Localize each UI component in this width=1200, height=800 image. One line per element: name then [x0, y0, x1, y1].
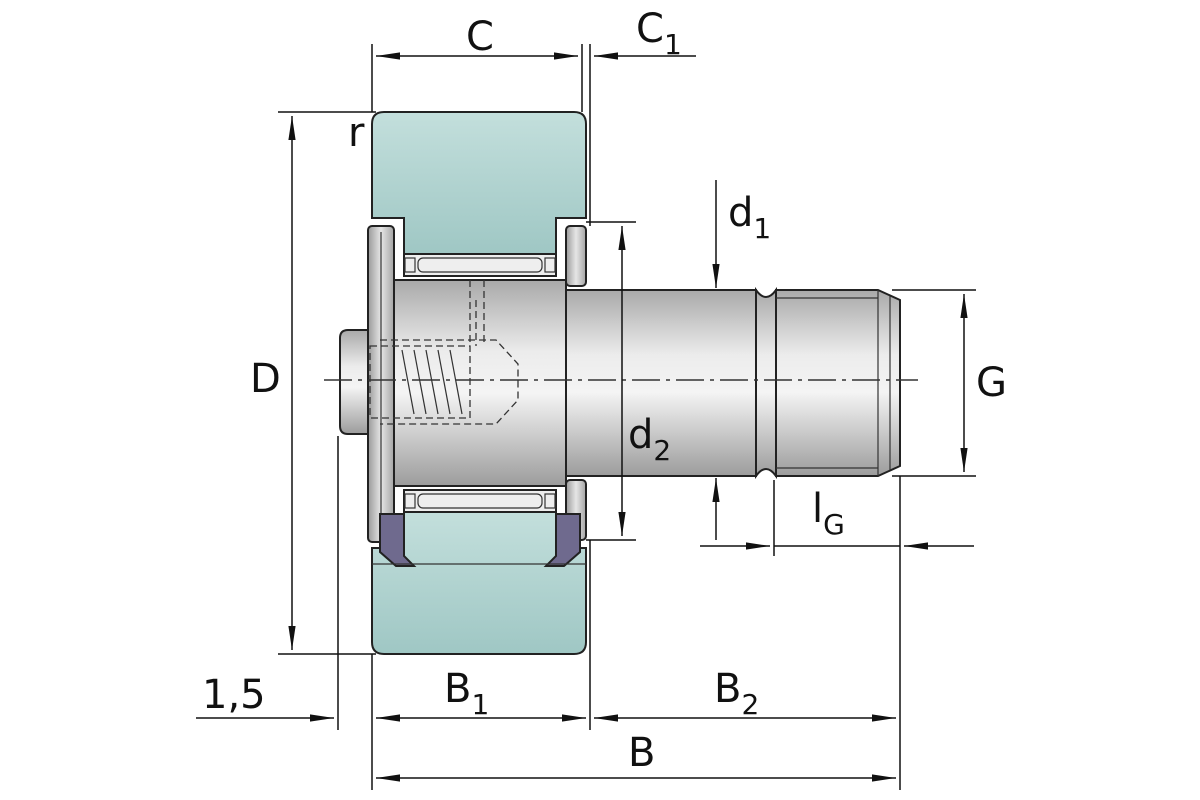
label-r: r	[348, 110, 365, 156]
hex-socket	[339, 280, 519, 435]
label-1-5: 1,5	[202, 672, 266, 718]
dimension-arrows	[196, 52, 974, 782]
stud-shaft	[393, 279, 901, 487]
label-B: B	[628, 730, 655, 776]
label-B1: B1	[444, 666, 489, 721]
needle-rollers	[403, 253, 557, 513]
label-d1: d1	[728, 190, 771, 245]
label-lG: lG	[812, 486, 845, 541]
label-C1: C1	[636, 6, 682, 61]
label-D: D	[250, 356, 281, 402]
extension-lines	[278, 44, 976, 790]
label-d2: d2	[628, 412, 671, 467]
outer-ring	[371, 111, 587, 655]
seals	[372, 513, 586, 567]
label-C: C	[466, 14, 494, 60]
flange-washer-left	[367, 225, 395, 543]
label-B2: B2	[714, 666, 759, 721]
label-G: G	[976, 360, 1007, 406]
